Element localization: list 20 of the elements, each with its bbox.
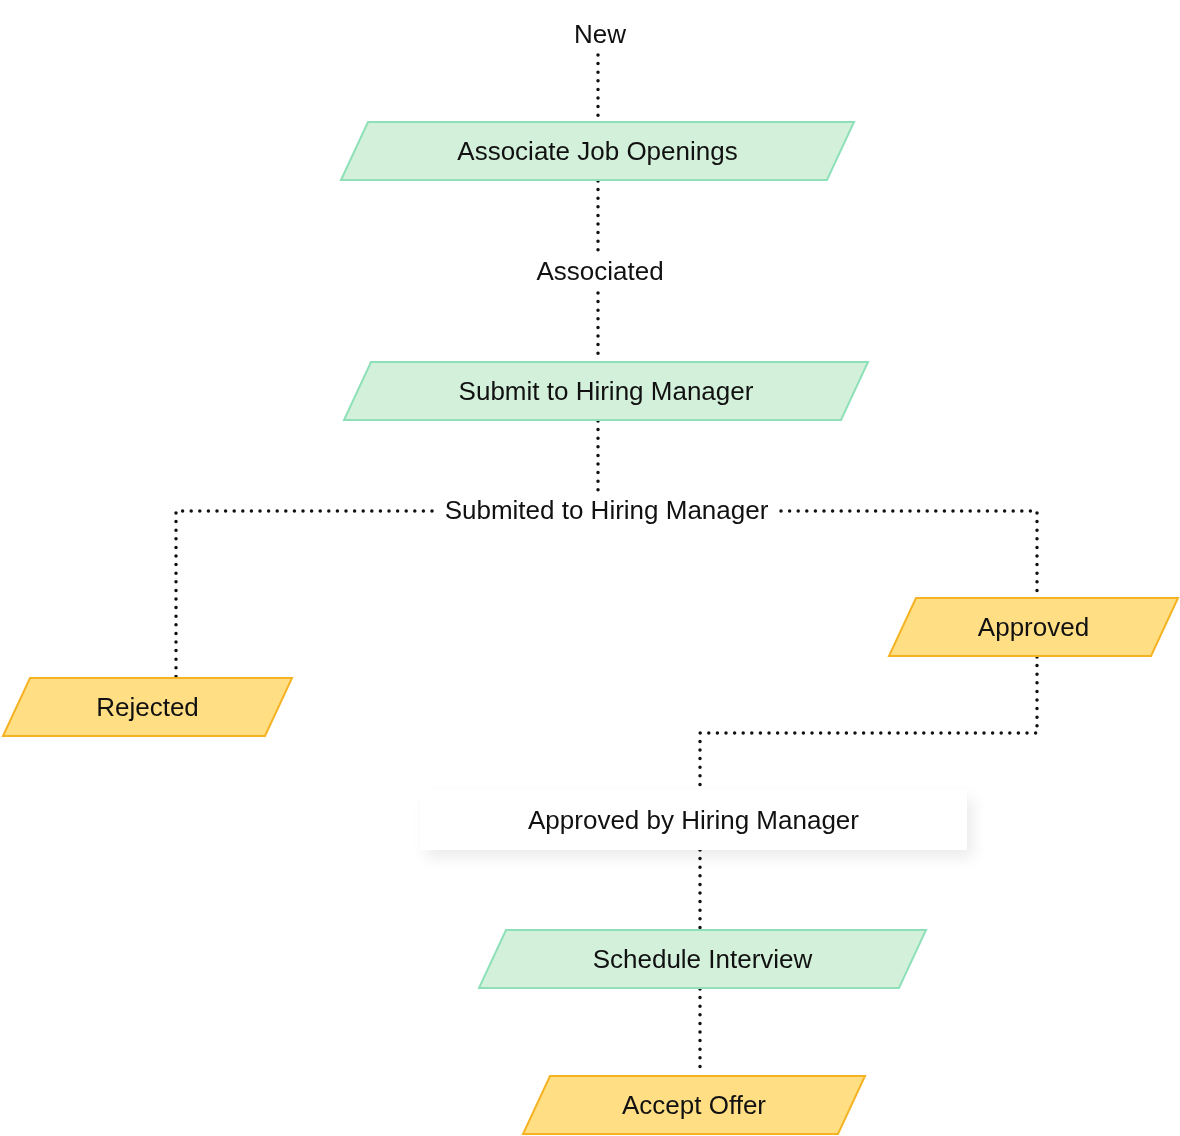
dotted-connector — [596, 179, 600, 252]
status-label: Submited to Hiring Manager — [443, 495, 770, 526]
node-label: Associate Job Openings — [457, 135, 738, 167]
outcome-parallelogram — [888, 597, 1179, 657]
dotted-connector — [174, 509, 434, 679]
node-label: Approved by Hiring Manager — [528, 804, 859, 836]
node-label: Schedule Interview — [592, 943, 813, 975]
node-label: Submit to Hiring Manager — [458, 375, 754, 407]
node-label: Rejected — [96, 691, 199, 723]
dotted-connector — [698, 848, 702, 931]
process-parallelogram — [478, 929, 927, 989]
status-label: Associated — [535, 256, 665, 287]
node-label: Accept Offer — [622, 1089, 766, 1121]
outcome-parallelogram — [522, 1075, 866, 1135]
outcome-parallelogram — [2, 677, 293, 737]
status-label: New — [573, 18, 627, 50]
process-parallelogram — [343, 361, 869, 421]
dotted-connector — [596, 419, 600, 492]
node-label: Approved — [977, 611, 1090, 643]
process-parallelogram — [340, 121, 855, 181]
